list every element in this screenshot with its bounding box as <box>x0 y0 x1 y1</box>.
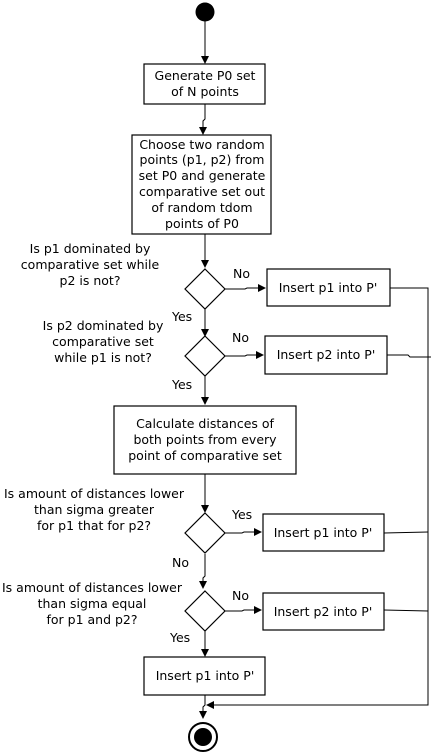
decision-2-diamond <box>184 335 226 377</box>
decision-4-diamond <box>184 590 226 632</box>
choose-box-line-5: of random tdom <box>151 200 252 215</box>
choose-box-line-2: points (p1, p2) from <box>140 152 265 167</box>
choose-box-line-6: points of P0 <box>165 216 239 231</box>
calculate-box-line-1: Calculate distances of <box>136 416 274 431</box>
calculate-box-line-3: point of comparative set <box>128 448 282 463</box>
question-4-line-1: Is amount of distances lower <box>2 580 183 595</box>
edges <box>199 21 431 719</box>
choose-box-line-1: Choose two random <box>139 137 264 152</box>
decision-4-no-label: No <box>232 588 249 603</box>
question-4-line-3: for p1 and p2? <box>46 612 137 627</box>
decision-3-no-label: No <box>172 555 189 570</box>
decision-3-yes-label: Yes <box>231 507 252 522</box>
insert-2-box <box>264 335 388 375</box>
insert-1-box <box>266 268 391 307</box>
decision-1-yes-label: Yes <box>171 309 192 324</box>
question-3-line-2: than sigma greater <box>34 502 155 517</box>
choose-box-line-4: comparative set out <box>139 184 265 199</box>
question-2-line-2: comparative set <box>52 334 154 349</box>
calculate-box <box>113 405 297 475</box>
decision-3-diamond <box>184 512 226 554</box>
insert-2-label: Insert p2 into P' <box>277 347 376 362</box>
question-3-line-1: Is amount of distances lower <box>4 486 185 501</box>
question-1-line-2: comparative set while <box>21 257 160 272</box>
question-1-line-1: Is p1 dominated by <box>30 241 151 256</box>
question-4-line-2: than sigma equal <box>38 596 147 611</box>
decision-2-no-label: No <box>232 330 249 345</box>
final-insert-box <box>143 656 266 696</box>
generate-box-line-2: of N points <box>171 84 239 99</box>
insert-3-box <box>262 513 385 552</box>
insert-3-label: Insert p1 into P' <box>274 525 373 540</box>
start-node <box>195 2 215 22</box>
decision-2-yes-label: Yes <box>171 377 192 392</box>
generate-box-line-1: Generate P0 set <box>155 68 256 83</box>
end-node-core <box>194 728 212 746</box>
choose-box <box>131 134 272 235</box>
insert-4-box <box>262 592 385 631</box>
choose-box-line-3: set P0 and generate <box>139 168 266 183</box>
decision-4-yes-label: Yes <box>169 630 190 645</box>
calculate-box-line-2: both points from every <box>133 432 277 447</box>
insert-4-label: Insert p2 into P' <box>274 604 373 619</box>
question-1-line-3: p2 is not? <box>60 273 121 288</box>
question-2-line-3: while p1 is not? <box>54 350 152 365</box>
final-insert-label: Insert p1 into P' <box>156 668 255 683</box>
question-2-line-1: Is p2 dominated by <box>43 318 164 333</box>
decision-1-no-label: No <box>233 266 250 281</box>
generate-box <box>143 63 266 105</box>
insert-1-label: Insert p1 into P' <box>279 280 378 295</box>
question-3-line-3: for p1 that for p2? <box>37 518 151 533</box>
decision-1-diamond <box>184 268 226 310</box>
